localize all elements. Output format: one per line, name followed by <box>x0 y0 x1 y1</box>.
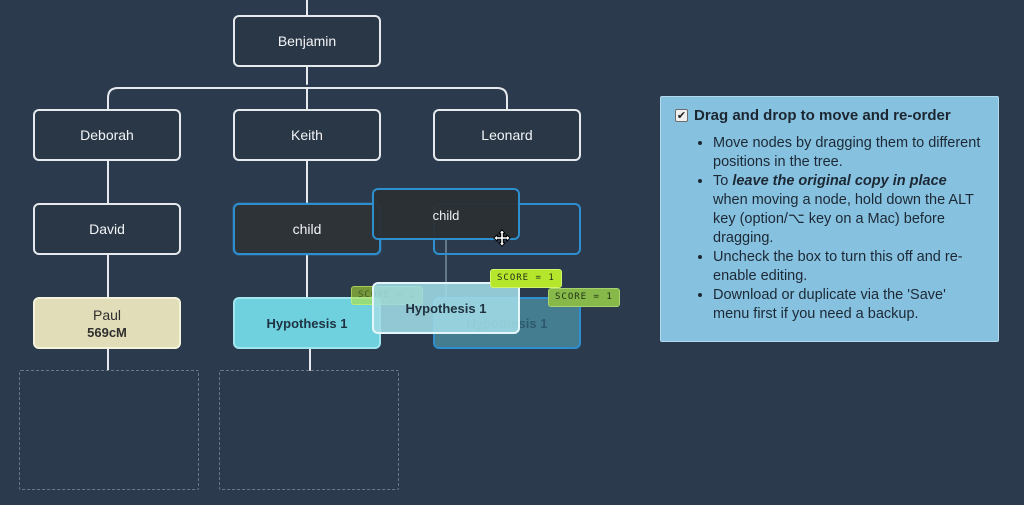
node-label: Deborah <box>80 127 134 143</box>
bullet-text: Move nodes by dragging them to different… <box>713 135 981 170</box>
info-bullet-list: Move nodes by dragging them to different… <box>675 134 984 324</box>
drag-preview-hypothesis-node[interactable]: Hypothesis 1 <box>372 282 520 334</box>
drag-preview-child-node[interactable]: child <box>372 188 520 240</box>
drag-drop-mode-checkbox[interactable]: ✔ <box>675 109 688 122</box>
score-text: SCORE = 1 <box>497 273 555 283</box>
bullet-text: Download or duplicate via the 'Save' men… <box>713 287 946 322</box>
match-name: Paul <box>92 306 122 323</box>
info-bullet: To leave the original copy in place when… <box>713 172 984 248</box>
tree-node-root[interactable]: Benjamin <box>233 15 381 67</box>
bullet-text: To <box>713 173 733 189</box>
node-label: child <box>432 208 460 223</box>
info-bullet: Download or duplicate via the 'Save' men… <box>713 286 984 324</box>
empty-slot-placeholder[interactable] <box>219 370 399 490</box>
bullet-text: when moving a node, hold down the ALT ke… <box>713 192 974 246</box>
info-bullet: Uncheck the box to turn this off and re-… <box>713 248 984 286</box>
hypothesis-node[interactable]: Hypothesis 1 <box>233 297 381 349</box>
dna-match-node-paul[interactable]: Paul 569cM <box>33 297 181 349</box>
node-label: David <box>89 221 125 237</box>
drag-preview-score-badge: SCORE = 1 <box>490 269 562 288</box>
node-label: child <box>292 221 322 237</box>
tree-node-deborah[interactable]: Deborah <box>33 109 181 161</box>
bullet-emphasis: leave the original copy in place <box>732 173 947 189</box>
bullet-text: Uncheck the box to turn this off and re-… <box>713 249 963 284</box>
tree-node-keith[interactable]: Keith <box>233 109 381 161</box>
score-text: SCORE = 1 <box>555 292 613 302</box>
move-cursor-icon <box>493 229 511 247</box>
info-panel-header: ✔ Drag and drop to move and re-order <box>675 107 984 124</box>
empty-slot-placeholder[interactable] <box>19 370 199 490</box>
tree-node-child-selected[interactable]: child <box>233 203 381 255</box>
info-panel-title: Drag and drop to move and re-order <box>694 107 951 124</box>
hypothesis-label: Hypothesis 1 <box>405 300 487 316</box>
shared-cm-value: 569cM <box>87 324 127 340</box>
tree-node-david[interactable]: David <box>33 203 181 255</box>
tree-node-leonard[interactable]: Leonard <box>433 109 581 161</box>
hypothesis-label: Hypothesis 1 <box>266 315 348 331</box>
score-badge: SCORE = 1 <box>548 288 620 307</box>
info-bullet: Move nodes by dragging them to different… <box>713 134 984 172</box>
node-label: Keith <box>291 127 323 143</box>
drag-drop-info-panel: ✔ Drag and drop to move and re-order Mov… <box>660 96 999 342</box>
node-label: Leonard <box>481 127 533 143</box>
node-label: Benjamin <box>277 33 337 49</box>
